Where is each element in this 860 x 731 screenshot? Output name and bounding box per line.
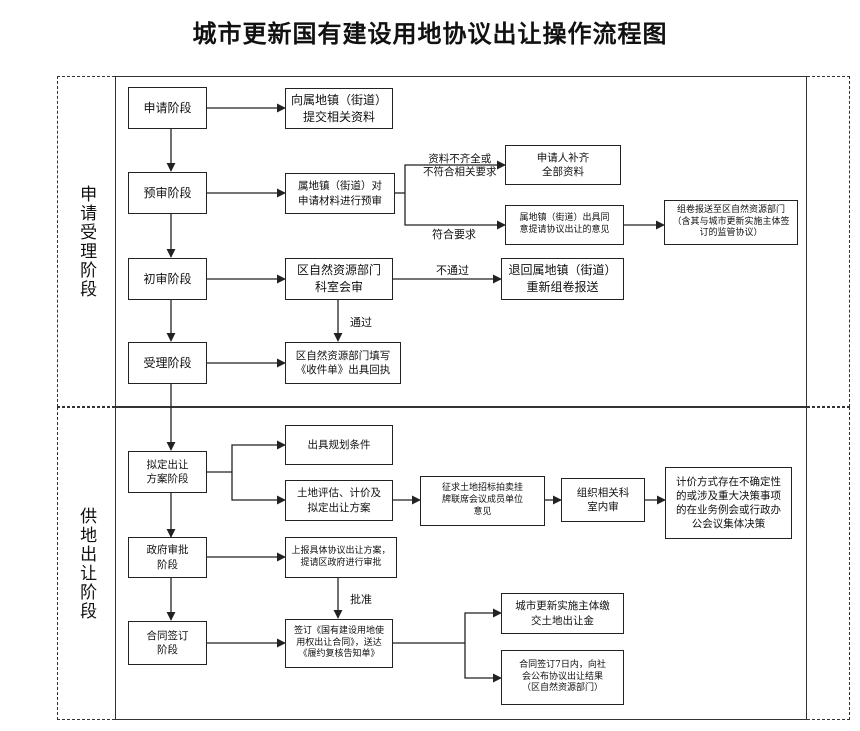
node-town-opinion: 属地镇（街道）出具同 意提请协议出让的意见 [505, 205, 624, 245]
section-supply-inner-frame [115, 407, 807, 720]
node-planning-conditions: 出具规划条件 [285, 425, 393, 465]
edge-label-qualified: 符合要求 [432, 228, 476, 241]
arrow-town-to-opinion [404, 193, 506, 230]
node-first-review-stage: 初审阶段 [128, 258, 207, 300]
edge-label-passed: 通过 [350, 316, 372, 329]
arrow-plan-to-eval [231, 472, 286, 505]
section-acceptance-label: 申请受理阶段 [76, 184, 97, 299]
node-contract-stage: 合同签订 阶段 [128, 621, 207, 665]
arrow-sign-to-pay [464, 608, 502, 643]
node-apply-stage: 申请阶段 [128, 87, 207, 129]
node-forward-to-bureau: 组卷报送至区自然资源部门 （含其与城市更新实施主体签 订的监管协议） [664, 200, 798, 245]
edge-label-incomplete: 资料不齐全或 不符合相关要求 [423, 153, 497, 179]
arrow-sign-to-publicize [464, 643, 502, 683]
section-supply-label: 供地出让阶段 [76, 506, 97, 621]
node-prereview-stage: 预审阶段 [128, 172, 207, 214]
edge-label-not-passed: 不通过 [436, 264, 469, 277]
node-bureau-meeting: 区自然资源部门 科室会审 [285, 258, 393, 300]
node-sign-contract: 签订《国有建设用地使 用权出让合同》，送达 《履约复核告知单》 [285, 619, 393, 668]
edge-label-approved: 批准 [350, 593, 372, 606]
node-gov-approval-stage: 政府审批 阶段 [128, 537, 207, 578]
node-return-to-town: 退回属地镇（街道） 重新组卷报送 [501, 258, 624, 300]
node-supplement-documents: 申请人补齐 全部资料 [505, 145, 621, 185]
node-town-prereview: 属地镇（街道）对 申请材料进行预审 [285, 173, 395, 214]
section-acceptance-inner-frame [115, 76, 807, 407]
node-solicit-opinions: 征求土地招标拍卖挂 牌联席会议成员单位 意见 [420, 476, 545, 526]
node-receipt: 区自然资源部门填写 《收件单》出具回执 [285, 342, 401, 384]
node-publicize-result: 合同签订7日内，向社 会公布协议出让结果 （区自然资源部门） [501, 650, 624, 705]
arrow-town-to-supplement [404, 160, 506, 193]
node-acceptance-stage: 受理阶段 [128, 342, 207, 384]
arrow-plan-to-conditions [231, 440, 286, 472]
chart-title: 城市更新国有建设用地协议出让操作流程图 [192, 19, 668, 48]
node-pay-land-fee: 城市更新实施主体缴 交土地出让金 [501, 593, 624, 634]
node-submit-documents: 向属地镇（街道） 提交相关资料 [285, 88, 393, 129]
node-land-evaluation: 土地评估、计价及 拟定出让方案 [285, 480, 393, 521]
node-report-plan: 上报具体协议出让方案， 提请区政府进行审批 [285, 537, 397, 578]
node-pricing-decision: 计价方式存在不确定性 的或涉及重大决策事项 的在业务例会或行政办 公会议集体决策 [665, 467, 792, 539]
node-plan-stage: 拟定出让 方案阶段 [128, 451, 207, 493]
node-department-review: 组织相关科 室内审 [561, 478, 645, 522]
